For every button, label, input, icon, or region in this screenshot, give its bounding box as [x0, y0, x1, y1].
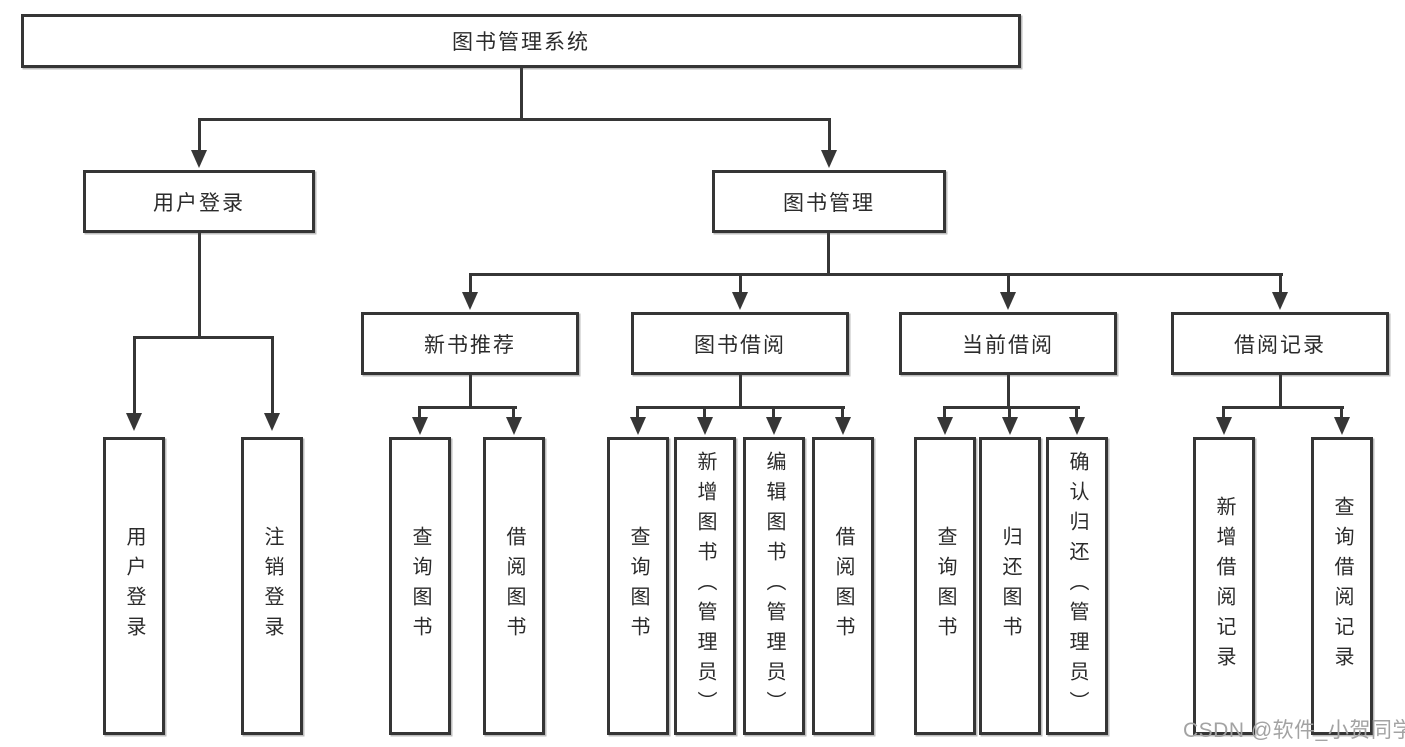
- connector: [703, 406, 706, 422]
- arrowhead-down: [1002, 417, 1018, 435]
- connector: [943, 406, 946, 422]
- connector: [520, 68, 523, 121]
- node-label: 当前借阅: [962, 333, 1054, 357]
- node-label: 用户登录: [153, 191, 245, 215]
- connector: [469, 273, 1283, 276]
- node-label: 查询图书: [934, 526, 956, 646]
- node-label: 借阅图书: [832, 526, 854, 646]
- arrowhead-down: [630, 417, 646, 435]
- leaf-add-book-admin: 新增图书（管理员）: [674, 437, 736, 735]
- leaf-query-book-current: 查询图书: [914, 437, 976, 735]
- connector: [1279, 273, 1282, 295]
- node-borrow-records: 借阅记录: [1171, 312, 1389, 375]
- arrowhead-down: [766, 417, 782, 435]
- connector: [636, 406, 845, 409]
- node-label: 查询借阅记录: [1331, 496, 1353, 676]
- arrowhead-down: [732, 292, 748, 310]
- node-user-login: 用户登录: [83, 170, 315, 233]
- connector: [512, 406, 515, 422]
- connector: [469, 375, 472, 406]
- arrowhead-down: [126, 413, 142, 431]
- arrowhead-down: [1216, 417, 1232, 435]
- node-label: 新增借阅记录: [1213, 496, 1235, 676]
- node-book-management: 图书管理: [712, 170, 946, 233]
- connector: [271, 336, 274, 417]
- node-label: 借阅图书: [503, 526, 525, 646]
- leaf-confirm-return-admin: 确认归还（管理员）: [1046, 437, 1108, 735]
- node-label: 编辑图书（管理员）: [763, 451, 785, 721]
- watermark: CSDN @软件_小贺同学: [1183, 719, 1405, 742]
- arrowhead-down: [1272, 292, 1288, 310]
- node-label: 新书推荐: [424, 333, 516, 357]
- arrowhead-down: [835, 417, 851, 435]
- connector: [198, 118, 831, 121]
- node-label: 归还图书: [999, 526, 1021, 646]
- connector: [1007, 375, 1010, 406]
- connector: [1279, 375, 1282, 406]
- arrowhead-down: [462, 292, 478, 310]
- connector: [133, 336, 274, 339]
- node-label: 查询图书: [409, 526, 431, 646]
- connector: [841, 406, 844, 422]
- connector: [636, 406, 639, 422]
- leaf-borrow-book: 借阅图书: [812, 437, 874, 735]
- arrowhead-down: [1334, 417, 1350, 435]
- leaf-query-book-borrow: 查询图书: [607, 437, 669, 735]
- leaf-borrow-book-recommend: 借阅图书: [483, 437, 545, 735]
- arrowhead-down: [697, 417, 713, 435]
- arrowhead-down: [1000, 292, 1016, 310]
- node-label: 确认归还（管理员）: [1066, 451, 1088, 721]
- connector: [198, 118, 201, 154]
- leaf-query-borrow-record: 查询借阅记录: [1311, 437, 1373, 735]
- connector: [1008, 406, 1011, 422]
- node-library-management-system: 图书管理系统: [21, 14, 1021, 68]
- leaf-query-book-recommend: 查询图书: [389, 437, 451, 735]
- node-label: 用户登录: [123, 526, 145, 646]
- node-book-borrow: 图书借阅: [631, 312, 849, 375]
- node-label: 查询图书: [627, 526, 649, 646]
- leaf-return-book: 归还图书: [979, 437, 1041, 735]
- node-label: 新增图书（管理员）: [694, 451, 716, 721]
- connector: [739, 273, 742, 295]
- node-new-book-recommend: 新书推荐: [361, 312, 579, 375]
- arrowhead-down: [264, 413, 280, 431]
- node-label: 注销登录: [261, 526, 283, 646]
- node-label: 借阅记录: [1234, 333, 1326, 357]
- connector: [469, 273, 472, 295]
- connector: [1340, 406, 1343, 422]
- node-label: 图书管理系统: [452, 31, 590, 54]
- connector: [772, 406, 775, 422]
- node-label: 图书管理: [783, 191, 875, 215]
- connector: [739, 375, 742, 406]
- connector: [943, 406, 1080, 409]
- arrowhead-down: [506, 417, 522, 435]
- arrowhead-down: [191, 150, 207, 168]
- node-current-borrow: 当前借阅: [899, 312, 1117, 375]
- connector: [828, 118, 831, 154]
- connector: [133, 336, 136, 417]
- arrowhead-down: [821, 150, 837, 168]
- connector: [1075, 406, 1078, 422]
- leaf-user-login: 用户登录: [103, 437, 165, 735]
- connector: [827, 233, 830, 273]
- node-label: 图书借阅: [694, 333, 786, 357]
- connector: [1222, 406, 1225, 422]
- arrowhead-down: [1069, 417, 1085, 435]
- leaf-logout: 注销登录: [241, 437, 303, 735]
- connector: [418, 406, 421, 422]
- connector: [418, 406, 517, 409]
- arrowhead-down: [412, 417, 428, 435]
- leaf-add-borrow-record: 新增借阅记录: [1193, 437, 1255, 735]
- connector: [198, 233, 201, 336]
- arrowhead-down: [937, 417, 953, 435]
- leaf-edit-book-admin: 编辑图书（管理员）: [743, 437, 805, 735]
- connector: [1007, 273, 1010, 295]
- connector: [1222, 406, 1344, 409]
